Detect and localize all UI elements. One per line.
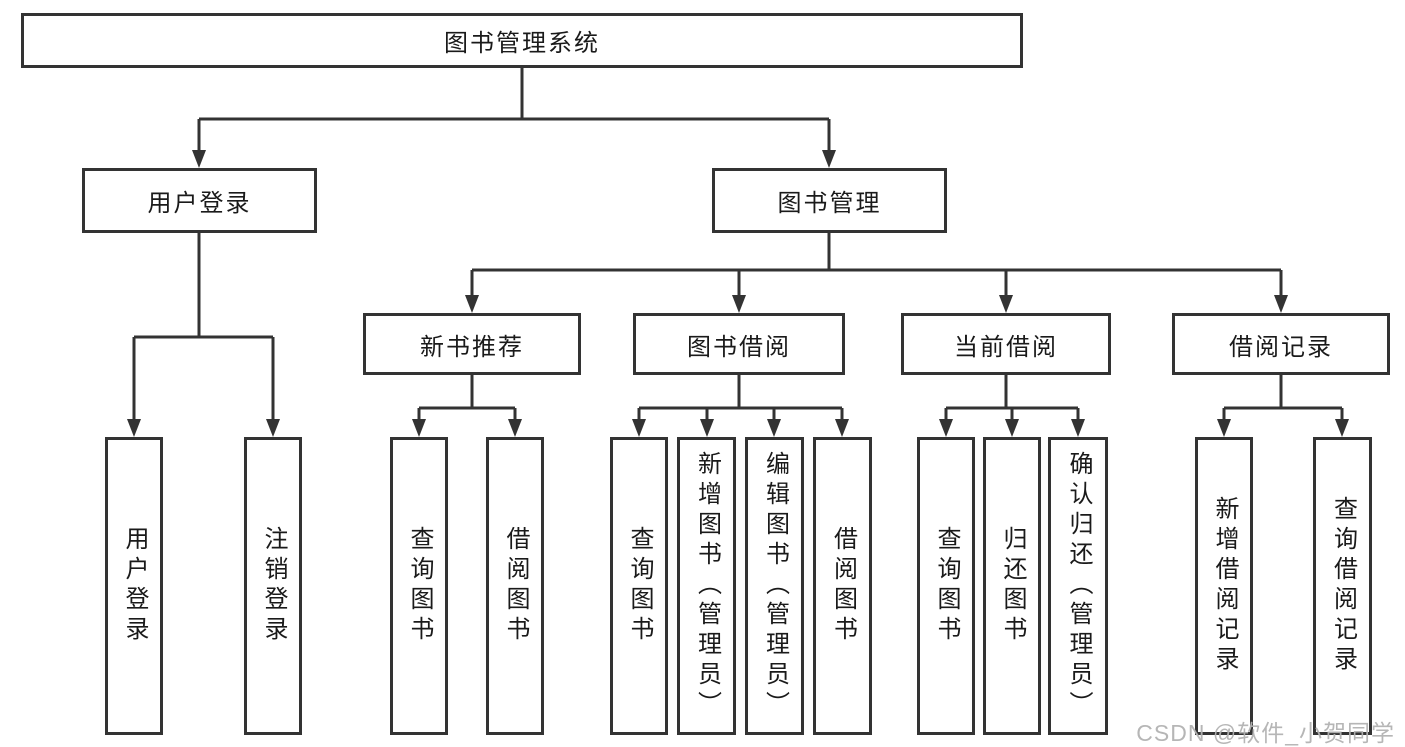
node-label: 用户登录	[147, 190, 252, 217]
leaf-confirm-return-admin: 确认归还（管理员）	[1048, 437, 1108, 735]
node-borrow-records: 借阅记录	[1172, 313, 1390, 375]
leaf-edit-books-admin: 编辑图书（管理员）	[745, 437, 804, 735]
leaf-label: 借阅图书	[829, 526, 857, 646]
leaf-label: 查询图书	[933, 526, 960, 646]
node-label: 借阅记录	[1229, 333, 1333, 361]
leaf-borrow-books: 借阅图书	[813, 437, 872, 735]
leaf-query-borrow-record: 查询借阅记录	[1313, 437, 1372, 735]
leaf-return-books: 归还图书	[983, 437, 1041, 735]
leaf-borrow-books-recommend: 借阅图书	[486, 437, 544, 735]
node-label: 新书推荐	[420, 333, 524, 361]
node-label: 当前借阅	[954, 333, 1058, 361]
leaf-query-books-borrow: 查询图书	[610, 437, 668, 735]
leaf-label: 查询图书	[406, 526, 433, 646]
node-user-login: 用户登录	[82, 168, 317, 233]
leaf-add-borrow-record: 新增借阅记录	[1195, 437, 1253, 735]
leaf-label: 查询图书	[626, 526, 653, 646]
leaf-query-books-current: 查询图书	[917, 437, 975, 735]
leaf-label: 新增借阅记录	[1211, 496, 1238, 676]
leaf-add-books-admin: 新增图书（管理员）	[677, 437, 736, 735]
leaf-label: 归还图书	[999, 526, 1026, 646]
node-book-borrow: 图书借阅	[633, 313, 845, 375]
leaf-label: 新增图书（管理员）	[693, 451, 721, 721]
leaf-logout: 注销登录	[244, 437, 302, 735]
node-label: 图书借阅	[687, 333, 791, 361]
node-label: 图书管理系统	[444, 30, 600, 57]
node-new-book-recommend: 新书推荐	[363, 313, 581, 375]
csdn-watermark: CSDN @软件_小贺同学	[1136, 720, 1395, 746]
leaf-user-login: 用户登录	[105, 437, 163, 735]
leaf-label: 确认归还（管理员）	[1065, 451, 1092, 721]
node-label: 图书管理	[777, 190, 882, 217]
leaf-label: 查询借阅记录	[1329, 496, 1357, 676]
node-book-management: 图书管理	[712, 168, 947, 233]
leaf-query-books-recommend: 查询图书	[390, 437, 448, 735]
arrowheads	[127, 150, 1349, 437]
leaf-label: 注销登录	[260, 526, 287, 646]
leaf-label: 编辑图书（管理员）	[761, 451, 789, 721]
node-library-management-system: 图书管理系统	[21, 13, 1023, 68]
node-current-borrow: 当前借阅	[901, 313, 1111, 375]
leaf-label: 用户登录	[121, 526, 148, 646]
leaf-label: 借阅图书	[502, 526, 529, 646]
